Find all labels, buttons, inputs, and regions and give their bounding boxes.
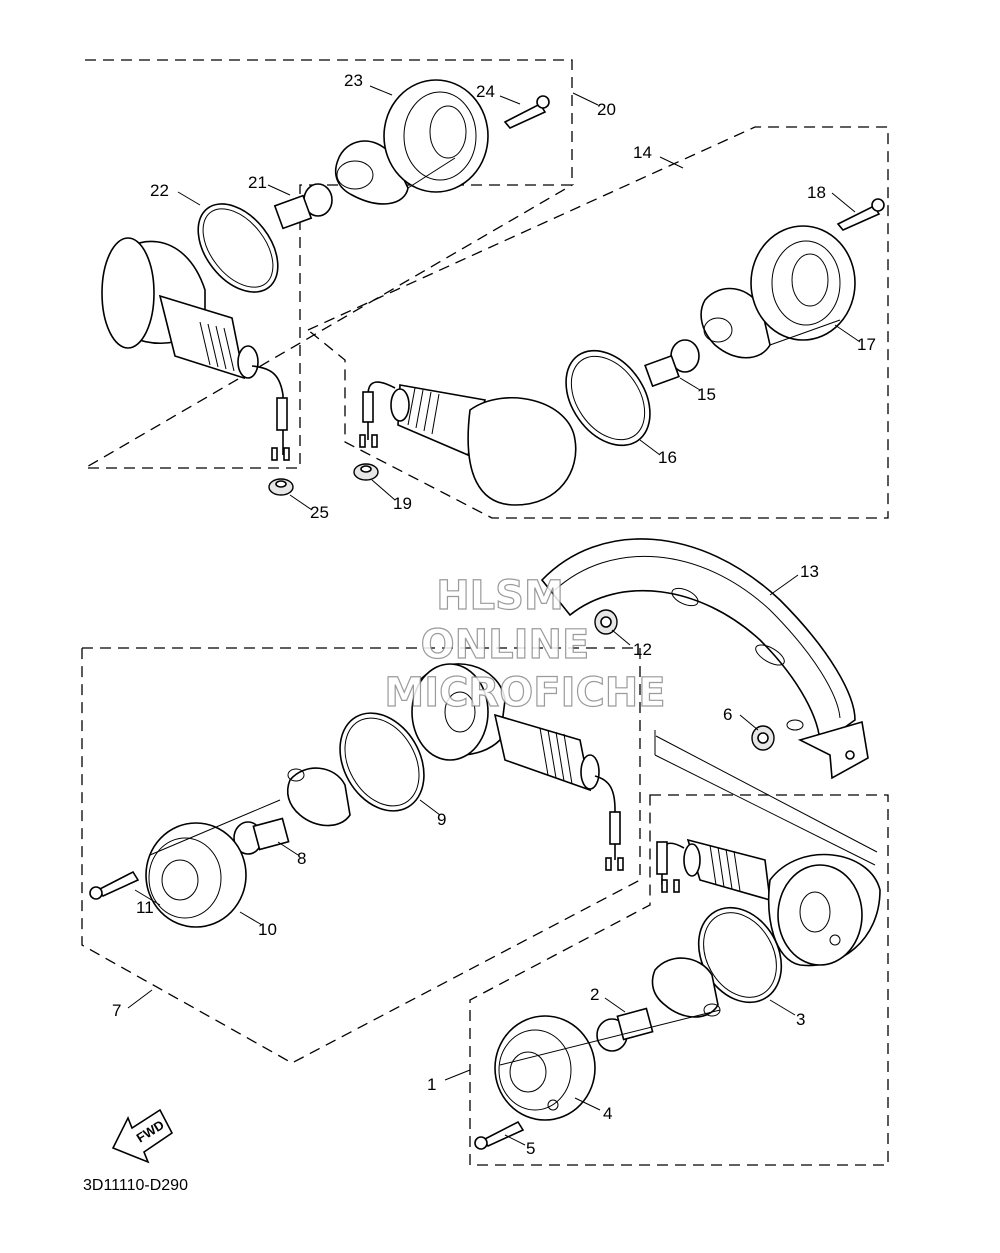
watermark-line2: ONLINE: [421, 622, 590, 668]
bulb-15: [644, 339, 700, 388]
screw-24: [503, 95, 550, 129]
nut-19: [353, 463, 379, 481]
lens-gasket-16: [565, 349, 651, 447]
part-label-2: 2: [590, 985, 599, 1004]
screw-18: [836, 198, 885, 231]
part-label-17: 17: [857, 335, 876, 354]
turn-signal-front-right: [359, 381, 577, 506]
part-label-21: 21: [248, 173, 267, 192]
nut-6: [751, 725, 775, 751]
group-outline-1: [469, 794, 889, 1166]
diagram-code: 3D11110-D290: [83, 1177, 188, 1194]
screw-5: [474, 1120, 525, 1150]
part-label-3: 3: [796, 1010, 805, 1029]
part-label-23: 23: [344, 71, 363, 90]
housing-17: [750, 225, 856, 341]
lens-gasket-22: [197, 203, 279, 293]
watermark-line1: HLSM: [436, 573, 564, 619]
assembly-lines: [149, 157, 878, 1066]
part-label-22: 22: [150, 181, 169, 200]
bracket-13: [540, 538, 869, 780]
nut-12: [594, 609, 618, 635]
part-label-20: 20: [597, 100, 616, 119]
screw-11: [89, 870, 140, 900]
housing-23: [383, 79, 489, 193]
part-label-14: 14: [633, 143, 652, 162]
part-label-19: 19: [393, 494, 412, 513]
part-label-12: 12: [633, 640, 652, 659]
part-label-9: 9: [437, 810, 446, 829]
leader-lines: [127, 85, 861, 1146]
part-label-24: 24: [476, 82, 495, 101]
group-outline-14: [306, 126, 889, 519]
turn-signal-front-left: [101, 237, 290, 461]
turn-signal-rear-left: [411, 663, 624, 871]
socket-cup-rear-left: [286, 767, 351, 827]
nut-25: [268, 478, 294, 496]
turn-signal-rear-right: [656, 838, 881, 967]
lens-4: [494, 1015, 596, 1121]
lens-10: [145, 822, 247, 928]
bulb-21: [273, 183, 333, 230]
bulb-2: [596, 1007, 654, 1052]
part-label-8: 8: [297, 849, 306, 868]
part-label-7: 7: [112, 1001, 121, 1020]
fwd-arrow-icon: FWD: [111, 1108, 174, 1164]
part-label-5: 5: [526, 1139, 535, 1158]
part-label-18: 18: [807, 183, 826, 202]
part-label-4: 4: [603, 1104, 612, 1123]
watermark: HLSM ONLINE MICROFICHE: [384, 572, 666, 716]
part-labels: 23 24 20 22 21 14 18 17 15 16 25 19 13 1…: [112, 71, 876, 1158]
part-label-25: 25: [310, 503, 329, 522]
part-label-13: 13: [800, 562, 819, 581]
socket-cup-rear-right: [651, 957, 721, 1018]
part-label-15: 15: [697, 385, 716, 404]
bulb-8: [233, 817, 290, 855]
part-label-16: 16: [658, 448, 677, 467]
part-label-6: 6: [723, 705, 732, 724]
watermark-line3: MICROFICHE: [384, 670, 665, 716]
lens-gasket-9: [339, 712, 425, 812]
part-label-1: 1: [427, 1075, 436, 1094]
part-label-11: 11: [136, 898, 154, 917]
socket-cup-right: [700, 287, 771, 359]
part-label-10: 10: [258, 920, 277, 939]
